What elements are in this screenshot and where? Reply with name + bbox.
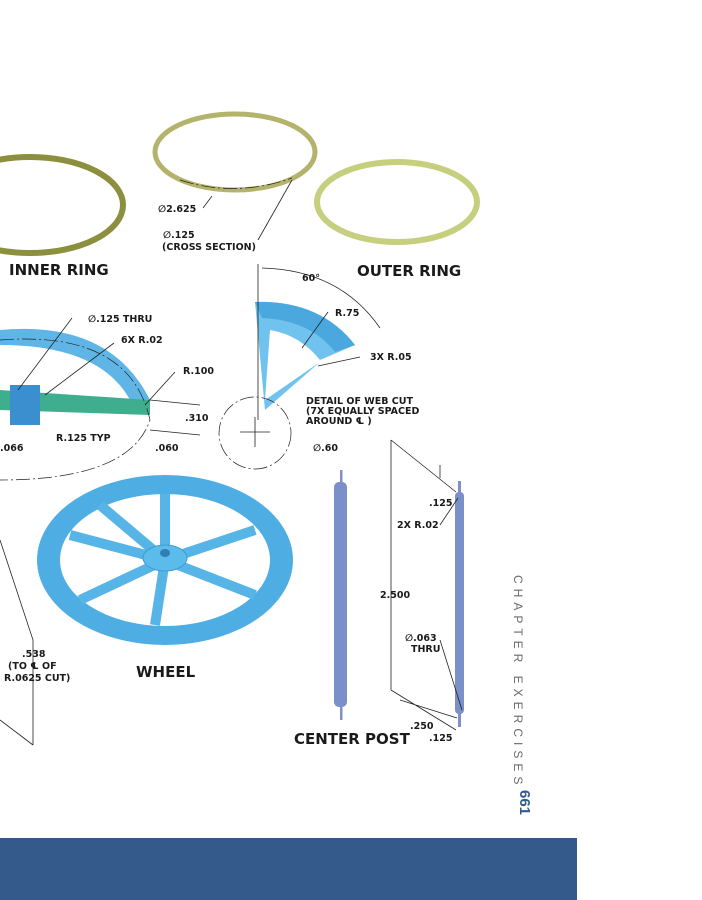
wheel-dim-note-2: R.0625 CUT) [4, 673, 70, 684]
left-dim: .066 [0, 443, 24, 454]
web-radius: R.75 [335, 308, 359, 319]
wheel-title: WHEEL [136, 663, 196, 681]
rim-radius-label: R.100 [183, 366, 214, 377]
thru-hole-label: ∅.125 THRU [88, 314, 152, 325]
web-cut-detail [255, 301, 355, 410]
post-hole-dia: ∅.063 [405, 633, 437, 644]
post-bottom-dim-1: .250 [410, 721, 434, 732]
post-bottom-dim-2: .125 [429, 733, 452, 744]
inner-ring-title: INNER RING [9, 261, 109, 279]
footer-bar [0, 838, 577, 900]
post-hole-thru: THRU [411, 644, 440, 655]
outer-ring [314, 159, 480, 245]
wheel-dim-value: .538 [22, 649, 46, 660]
inner-ring [0, 154, 126, 256]
cross-section-ring [152, 111, 318, 193]
chapter-label: CHAPTER EXERCISES [511, 575, 525, 790]
wheel-isometric [37, 475, 293, 645]
offset-dim: .060 [155, 443, 179, 454]
center-post-title: CENTER POST [294, 730, 411, 748]
web-angle: 60° [302, 273, 320, 284]
ring-diameter: ∅2.625 [158, 204, 196, 215]
post-length: 2.500 [380, 590, 410, 601]
wheel-section-view [0, 328, 151, 481]
cross-section-label: (CROSS SECTION) [162, 242, 256, 253]
web-fillets: 3X R.05 [370, 352, 412, 363]
height-dim: .310 [185, 413, 209, 424]
outer-ring-title: OUTER RING [357, 262, 461, 280]
web-circle-dia: ∅.60 [313, 443, 338, 454]
post-top-dim: .125 [429, 498, 452, 509]
post-fillets: 2X R.02 [397, 520, 439, 531]
web-note-2: (7X EQUALLY SPACED [306, 406, 419, 417]
wheel-dim-note-1: (TO ℄ OF [8, 661, 57, 672]
fillets-label: 6X R.02 [121, 335, 163, 346]
cross-section-dia: ∅.125 [163, 230, 195, 241]
page-number: 661 [516, 790, 533, 816]
web-note-3: AROUND ℄ ) [306, 416, 372, 427]
center-post-part [334, 470, 464, 727]
web-note-1: DETAIL OF WEB CUT [306, 396, 413, 407]
hub-radius-label: R.125 TYP [56, 433, 111, 444]
